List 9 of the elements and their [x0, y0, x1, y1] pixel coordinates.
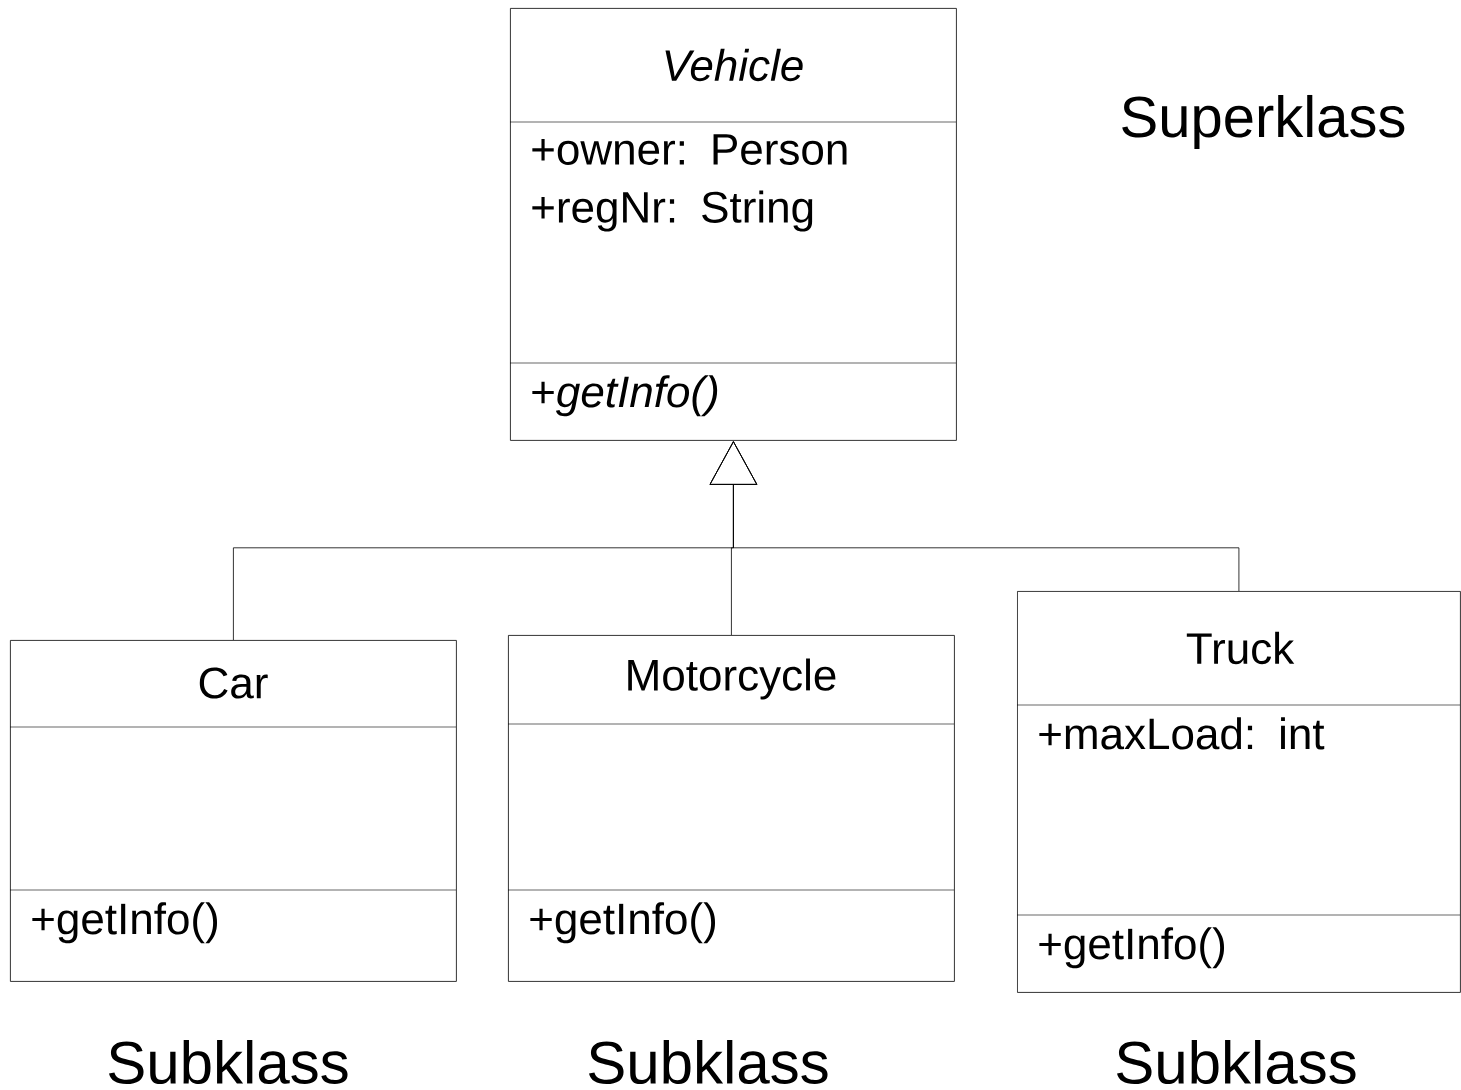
role-label: Subklass — [589, 1040, 828, 1085]
class-box: Car +getInfo() — [9, 640, 457, 982]
inheritance-arrow — [709, 441, 1240, 592]
class-box: Vehicle +owner: Person +regNr: String +getInfo() — [509, 8, 957, 441]
role-label: Subklass — [109, 1040, 348, 1085]
class-box: Motorcycle +getInfo() — [507, 635, 955, 982]
role-label: Subklass — [1117, 1040, 1356, 1085]
role-label: Superklass — [1122, 94, 1405, 150]
class-box: Truck +maxLoad: int +getInfo() — [1016, 591, 1461, 993]
